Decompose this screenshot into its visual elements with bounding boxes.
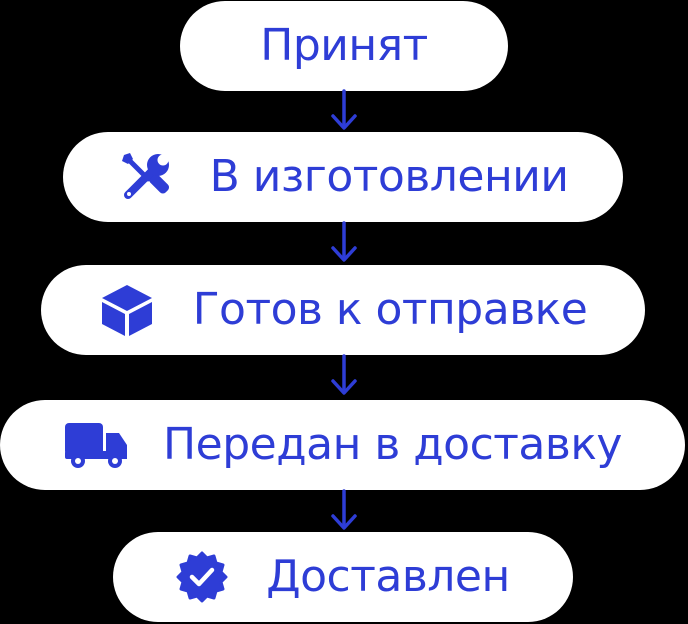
down-arrow-icon <box>331 354 357 395</box>
status-step-received: Принят <box>180 1 508 91</box>
wrench-screwdriver-icon <box>118 149 174 205</box>
status-label-in-production: В изготовлении <box>209 151 569 202</box>
status-step-ready-to-ship: Готов к отправке <box>41 265 645 355</box>
box-icon <box>99 282 155 338</box>
verified-badge-icon <box>176 551 228 603</box>
status-label-handed-to-delivery: Передан в доставку <box>163 419 622 470</box>
status-label-ready-to-ship: Готов к отправке <box>192 284 588 335</box>
down-arrow-icon <box>331 89 357 130</box>
status-label-received: Принят <box>260 20 428 71</box>
down-arrow-icon <box>331 221 357 262</box>
status-step-in-production: В изготовлении <box>63 132 623 222</box>
status-label-delivered: Доставлен <box>266 551 510 602</box>
status-step-delivered: Доставлен <box>113 532 573 622</box>
truck-icon <box>63 421 129 469</box>
status-step-handed-to-delivery: Передан в доставку <box>0 400 685 490</box>
down-arrow-icon <box>331 489 357 530</box>
